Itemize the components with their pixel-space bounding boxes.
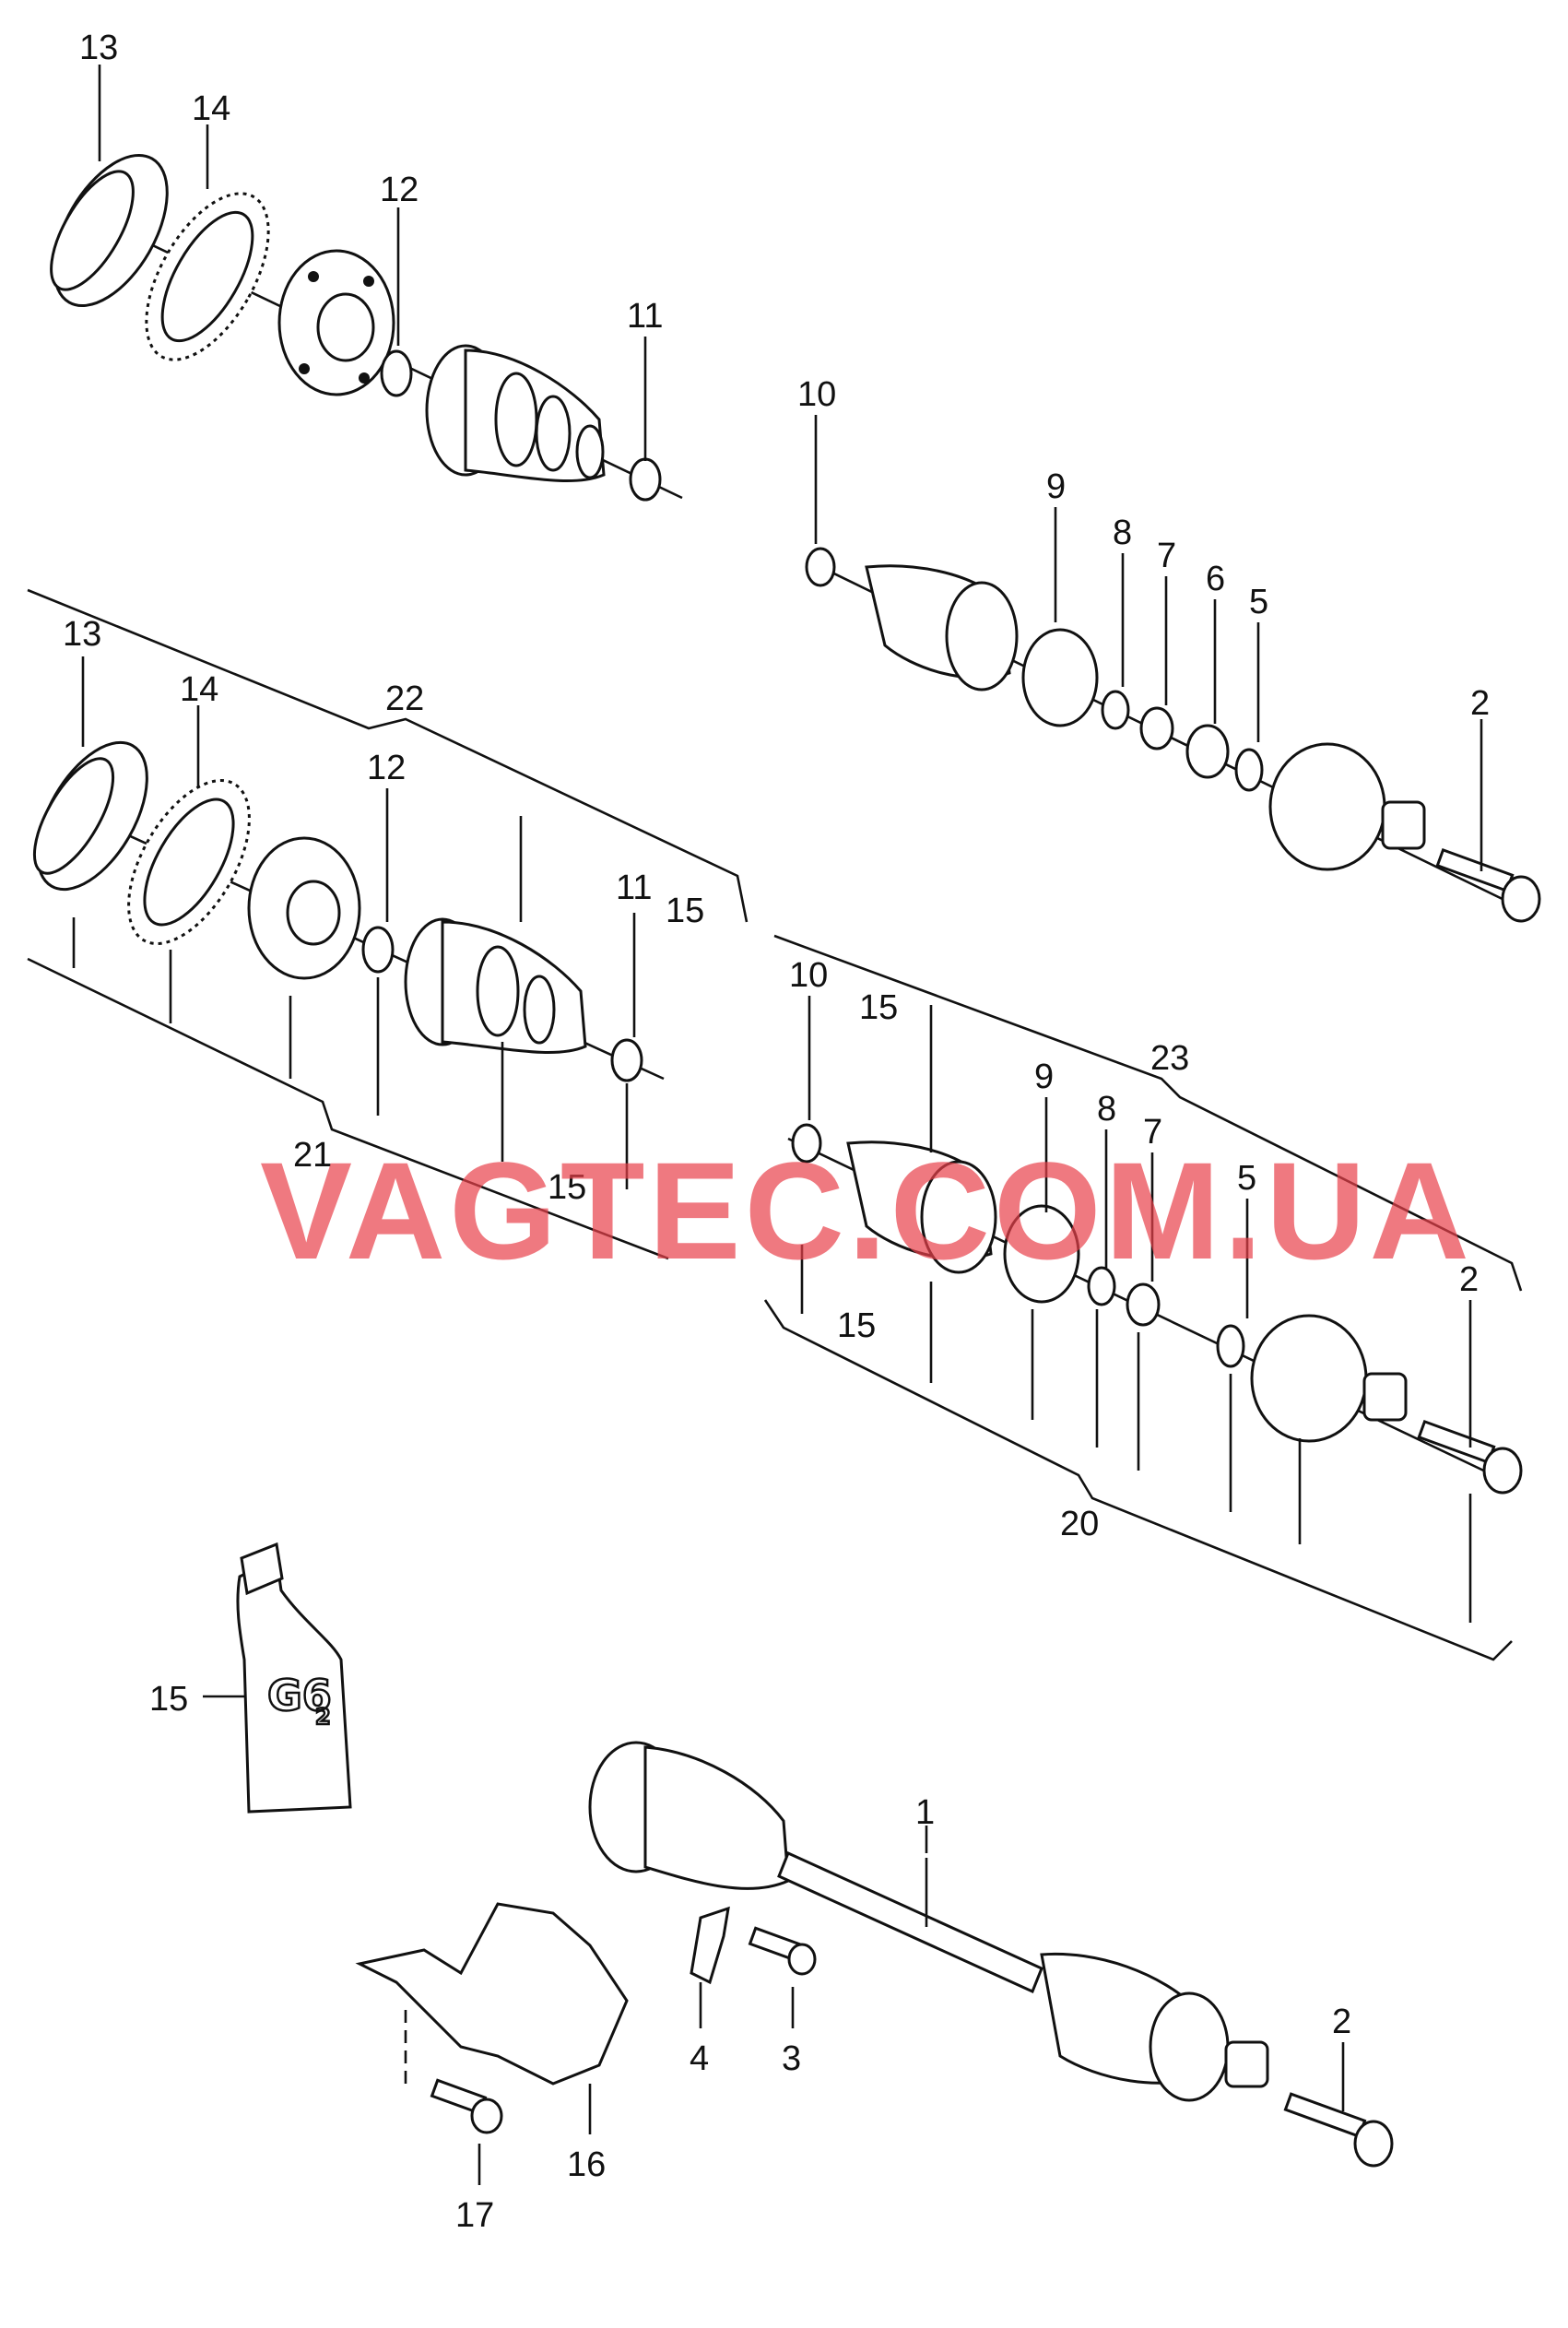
part-11-clamp-kit — [610, 1038, 643, 1082]
label-2-kit: 2 — [1459, 1260, 1479, 1299]
part-10-clamp-kit — [791, 1123, 822, 1164]
label-8-upper: 8 — [1113, 514, 1132, 552]
part-13-cover-cap — [50, 153, 169, 308]
outer-cv-joint-upper — [1268, 742, 1426, 871]
part-8-circlip-kit — [1087, 1266, 1116, 1306]
label-11-kit: 11 — [616, 869, 652, 907]
label-20: 20 — [1060, 1505, 1099, 1543]
top-inner-joint-assembly — [50, 153, 683, 502]
label-21: 21 — [293, 1136, 332, 1175]
kit-23-bracket — [773, 934, 1523, 1292]
label-8-kit: 8 — [1097, 1090, 1116, 1129]
label-15-tube: 15 — [149, 1680, 188, 1719]
label-15-c: 15 — [859, 988, 898, 1027]
label-3: 3 — [782, 2039, 801, 2078]
part-7-washer-kit — [1126, 1282, 1161, 1327]
inner-boot — [425, 344, 606, 482]
label-14-kit: 14 — [180, 670, 218, 709]
upper-outer-joint-assembly — [805, 547, 1541, 923]
part-2-bolt-kit — [1417, 1419, 1523, 1495]
part-9-band-clamp — [1021, 628, 1099, 727]
label-12-kit: 12 — [367, 749, 406, 787]
label-4: 4 — [690, 2039, 709, 2078]
label-1: 1 — [915, 1793, 935, 1832]
part-14-gasket-kit — [127, 779, 251, 945]
label-5-upper: 5 — [1249, 583, 1268, 621]
shaft-outer-joint — [1040, 1952, 1269, 2102]
label-13-kit: 13 — [63, 615, 101, 654]
kit-22-bracket — [27, 588, 749, 1260]
grease-tube-subscript: 2 — [315, 1704, 331, 1730]
part-7-washer — [1139, 706, 1174, 750]
part-5-circlip-kit — [1216, 1324, 1245, 1368]
label-16: 16 — [567, 2145, 606, 2184]
part-2-bolt-shaft — [1283, 2092, 1394, 2168]
inner-cv-joint-kit — [247, 836, 361, 980]
part-5-circlip — [1234, 748, 1264, 792]
part-15-grease-tube: G6 2 — [203, 1542, 352, 1814]
lower-outer-joint-assembly — [787, 1123, 1523, 1623]
label-13-top: 13 — [79, 29, 118, 67]
label-11-top: 11 — [627, 297, 663, 336]
part-11-clamp — [629, 457, 662, 502]
kit-20-bracket — [763, 1299, 1513, 1661]
part-4-retaining-plate — [690, 1906, 730, 2028]
part-10-clamp — [805, 547, 836, 587]
part-1-complete-drive-shaft — [588, 1741, 1394, 2168]
shaft-bar — [777, 1850, 1043, 1994]
part-14-gasket — [145, 192, 270, 361]
grease-tube-label: G6 — [267, 1671, 332, 1720]
label-2-shaft: 2 — [1332, 2003, 1351, 2041]
part-16-heat-shield — [355, 1902, 629, 2134]
watermark-text: VAGTEC.COM.UA — [260, 1133, 1473, 1288]
label-7-kit: 7 — [1143, 1113, 1162, 1152]
label-15-d: 15 — [837, 1306, 876, 1345]
part-17-bolt — [404, 2010, 503, 2185]
label-15-a: 15 — [666, 892, 704, 930]
middle-inner-joint-assembly — [32, 740, 665, 1189]
part-12-ring — [380, 349, 413, 397]
label-5-kit: 5 — [1237, 1159, 1256, 1198]
label-14-top: 14 — [192, 89, 230, 128]
label-9-upper: 9 — [1046, 467, 1066, 506]
inner-boot-kit — [404, 917, 587, 1054]
label-10-kit: 10 — [789, 956, 828, 995]
label-17: 17 — [455, 2196, 494, 2235]
part-6-spacer — [1185, 724, 1230, 779]
part-2-bolt-upper — [1435, 847, 1541, 923]
label-10-upper: 10 — [797, 375, 836, 414]
part-12-ring-kit — [361, 926, 395, 974]
part-8-circlip — [1101, 690, 1130, 730]
outer-boot-kit — [846, 1140, 997, 1274]
label-leaders — [81, 65, 1483, 2111]
shaft-inner-joint — [588, 1741, 790, 1890]
outer-cv-joint-kit — [1250, 1314, 1408, 1443]
part-13-cover-cap-kit — [32, 740, 148, 892]
part-3-screw — [748, 1926, 817, 2028]
label-23: 23 — [1150, 1039, 1189, 1078]
label-15-b: 15 — [548, 1168, 586, 1207]
callout-labels: 13 14 12 11 10 9 8 7 6 5 2 13 14 22 12 1… — [63, 29, 1490, 2235]
label-12-top: 12 — [380, 171, 419, 209]
label-9-kit: 9 — [1034, 1058, 1054, 1096]
label-22: 22 — [385, 679, 424, 718]
label-6: 6 — [1206, 560, 1225, 598]
part-9-band-clamp-kit — [1003, 1204, 1080, 1304]
label-7-upper: 7 — [1157, 537, 1176, 575]
label-2-upper: 2 — [1470, 684, 1490, 723]
inner-cv-joint — [277, 249, 395, 396]
outer-boot-upper — [865, 564, 1019, 691]
